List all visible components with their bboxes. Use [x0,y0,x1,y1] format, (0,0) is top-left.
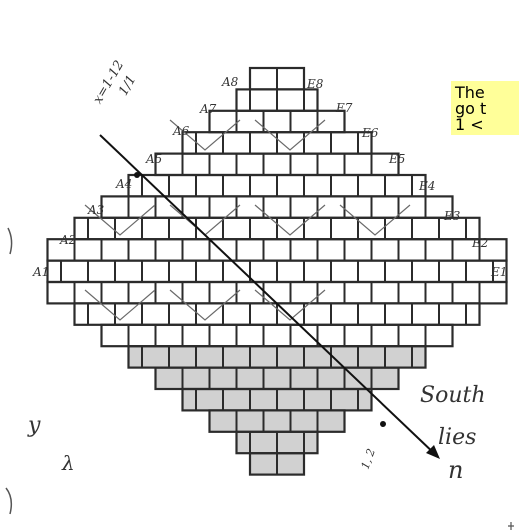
label-e6: E6 [361,126,379,140]
brick-row [48,282,507,303]
edge-mark [8,228,12,254]
brick-row [102,196,453,217]
zigzag-mark [85,290,155,320]
label-e4: E4 [418,179,435,193]
label-a2: A2 [59,233,76,247]
edge-mark [6,488,11,514]
label-a8: A8 [221,75,239,89]
label-e5: E5 [388,152,405,166]
shaded-row [210,410,345,431]
label-a4: A4 [115,177,132,191]
brick-row [156,154,399,175]
arrow-dot [380,421,386,427]
label-e8: E8 [306,77,324,91]
arrow-dot [134,172,140,178]
zigzag-mark [170,290,240,320]
label-e3: E3 [443,209,461,223]
note-line-3: 1 < [455,117,519,133]
zigzag-mark [170,205,240,235]
south-label: South [420,383,486,408]
brick-row [48,239,507,260]
lambda-label: λ [61,451,75,475]
label-a1: A1 [32,265,49,279]
edge-mark [508,522,514,530]
label-e7: E7 [335,101,353,115]
y-label: y [27,413,41,438]
label-e2: E2 [471,236,488,250]
lies-label: lies [438,425,476,450]
zigzag-marks [85,120,410,320]
brick-row [102,325,453,346]
label-e1: E1 [490,265,507,279]
n-label: n [448,456,463,484]
label-a3: A3 [87,203,105,217]
label-a5: A5 [145,152,162,166]
small-rotated-label: 1, 2 [359,447,378,471]
label-a6: A6 [172,124,190,138]
yellow-note: The go t 1 < [451,81,519,135]
label-a7: A7 [199,102,217,116]
